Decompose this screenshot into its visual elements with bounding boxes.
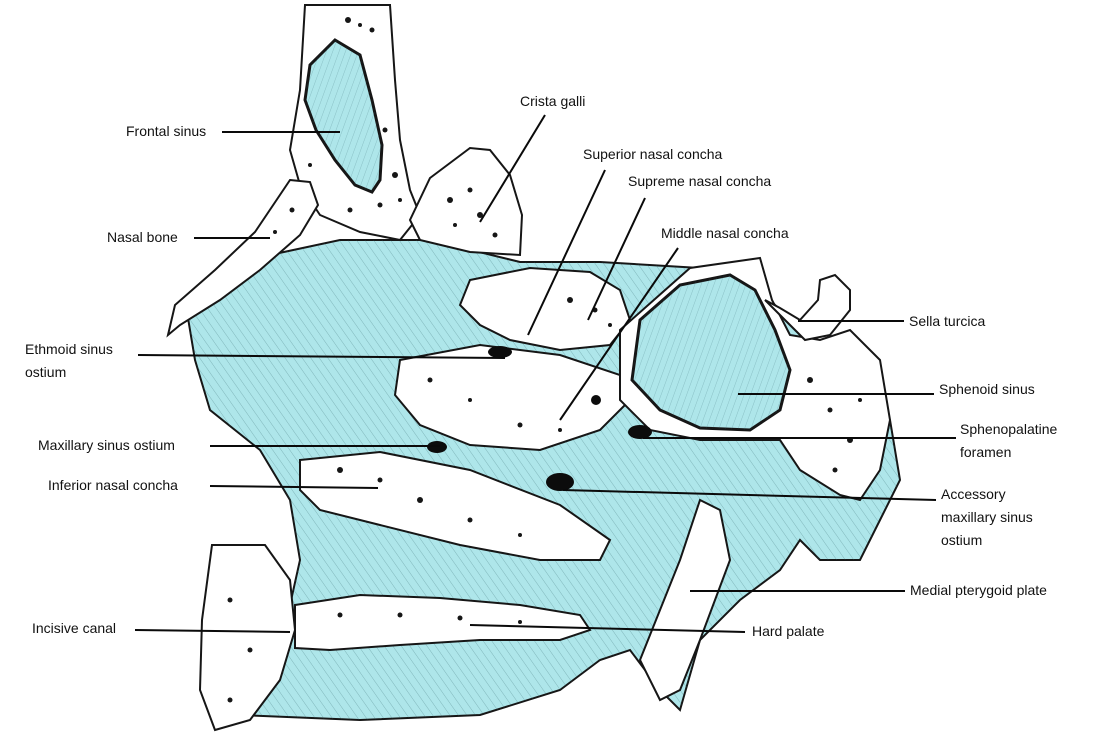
label-frontal-sinus: Frontal sinus — [126, 123, 207, 139]
label-maxillary-sinus-ostium: Maxillary sinus ostium — [38, 437, 175, 453]
leader-middle-nasal-concha — [559, 247, 679, 421]
leader-lines — [134, 114, 956, 633]
leader-hard-palate — [469, 624, 746, 633]
leader-inferior-nasal-concha — [209, 485, 379, 489]
medial-pterygoid-plate — [638, 498, 732, 702]
leader-ethmoid-sinus-ostium — [137, 354, 506, 359]
label-crista-galli: Crista galli — [520, 93, 586, 109]
superior-nasal-concha — [458, 266, 632, 352]
inferior-nasal-concha — [299, 450, 612, 561]
sphenopalatine-foramen-hole — [628, 425, 652, 439]
label-middle-nasal-concha: Middle nasal concha — [661, 225, 789, 241]
label-sphenoid-sinus: Sphenoid sinus — [939, 381, 1035, 397]
bone-pores — [227, 17, 862, 703]
ostia — [427, 346, 652, 491]
label-ethmoid-sinus-ostium: Ethmoid sinus ostium — [25, 341, 113, 380]
sphenoid-sinus — [630, 273, 792, 432]
label-incisive-canal: Incisive canal — [32, 620, 117, 636]
nasal-bone — [166, 178, 320, 338]
sella-turcica — [764, 273, 851, 342]
label-sella-turcica: Sella turcica — [909, 313, 986, 329]
label-nasal-bone: Nasal bone — [107, 229, 178, 245]
small-foramen — [591, 395, 601, 405]
accessory-ostium-hole — [546, 473, 574, 491]
incisive-canal — [198, 544, 297, 732]
frontal-sinus — [303, 38, 384, 194]
leader-crista-galli — [479, 114, 546, 223]
leader-accessory-maxillary-sinus-ostium — [562, 489, 937, 501]
label-hard-palate: Hard palate — [752, 623, 825, 639]
label-accessory-maxillary-sinus-ostium: Accessory maxillary sinus ostium — [941, 486, 1033, 548]
label-sphenopalatine-foramen: Sphenopalatine foramen — [960, 421, 1058, 460]
ethmoid-ostium-hole — [488, 346, 512, 358]
leader-superior-nasal-concha — [527, 169, 606, 336]
label-medial-pterygoid-plate: Medial pterygoid plate — [910, 582, 1047, 598]
label-inferior-nasal-concha: Inferior nasal concha — [48, 477, 178, 493]
label-supreme-nasal-concha: Supreme nasal concha — [628, 173, 772, 189]
leader-supreme-nasal-concha — [587, 197, 646, 321]
crista-galli — [408, 146, 524, 257]
hard-palate — [294, 593, 592, 652]
middle-nasal-concha — [393, 343, 632, 452]
leader-incisive-canal — [134, 629, 291, 633]
label-superior-nasal-concha: Superior nasal concha — [583, 146, 723, 162]
